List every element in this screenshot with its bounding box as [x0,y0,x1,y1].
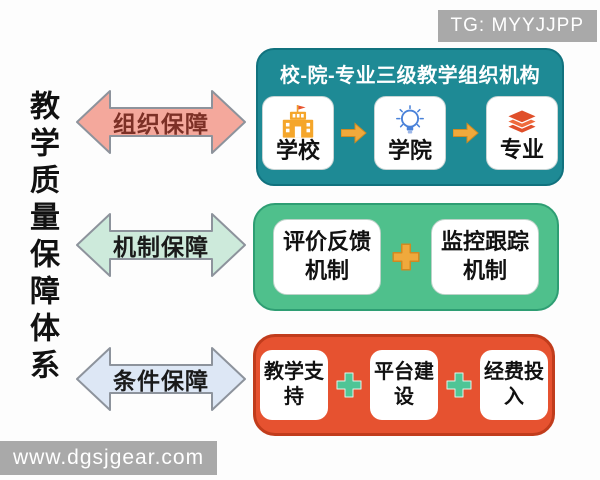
card-monitoring-tracking: 监控跟踪机制 [431,219,539,295]
school-icon [282,104,314,138]
right-arrow-icon [453,122,479,144]
double-arrow-icon [76,90,246,154]
condition-box: 教学支持 平台建设 经费投入 [253,334,555,436]
card-college: 学院 [374,96,446,170]
arrow-label: 机制保障 [113,234,209,260]
card-platform-construction: 平台建设 [370,350,438,420]
card-college-label: 学院 [387,137,432,163]
card-school: 学校 [262,96,334,170]
arrow-label: 条件保障 [113,368,209,394]
plus-icon [336,372,362,398]
main-vertical-title: 教学质量保障体系 [25,90,58,386]
organization-box-title: 校-院-专业三级教学组织机构 [279,65,541,87]
lightbulb-icon [396,104,424,133]
double-arrow-icon [76,213,246,277]
books-icon [505,108,539,134]
card-major: 专业 [486,96,558,170]
card-teaching-support: 教学支持 [260,350,328,420]
watermark-bottom-left: www.dgsjgear.com [0,441,218,475]
card-evaluation-feedback: 评价反馈机制 [273,219,381,295]
right-arrow-icon [341,122,367,144]
arrow-condition-guarantee: 条件保障 [74,344,248,414]
card-major-label: 专业 [499,136,544,162]
card-funding-investment: 经费投入 [480,350,548,420]
mechanism-box: 评价反馈机制 监控跟踪机制 [253,203,559,311]
double-arrow-icon [76,347,246,411]
plus-icon [446,372,472,398]
organization-box: 校-院-专业三级教学组织机构 学校 [256,48,564,186]
arrow-mechanism-guarantee: 机制保障 [74,210,248,280]
arrow-organization-guarantee: 组织保障 [74,87,248,157]
arrow-label: 组织保障 [113,111,209,137]
watermark-top-right: TG: MYYJJPP [437,10,597,42]
card-school-label: 学校 [275,137,320,163]
plus-icon [392,243,420,271]
organization-cards-row: 学校 [262,96,558,170]
